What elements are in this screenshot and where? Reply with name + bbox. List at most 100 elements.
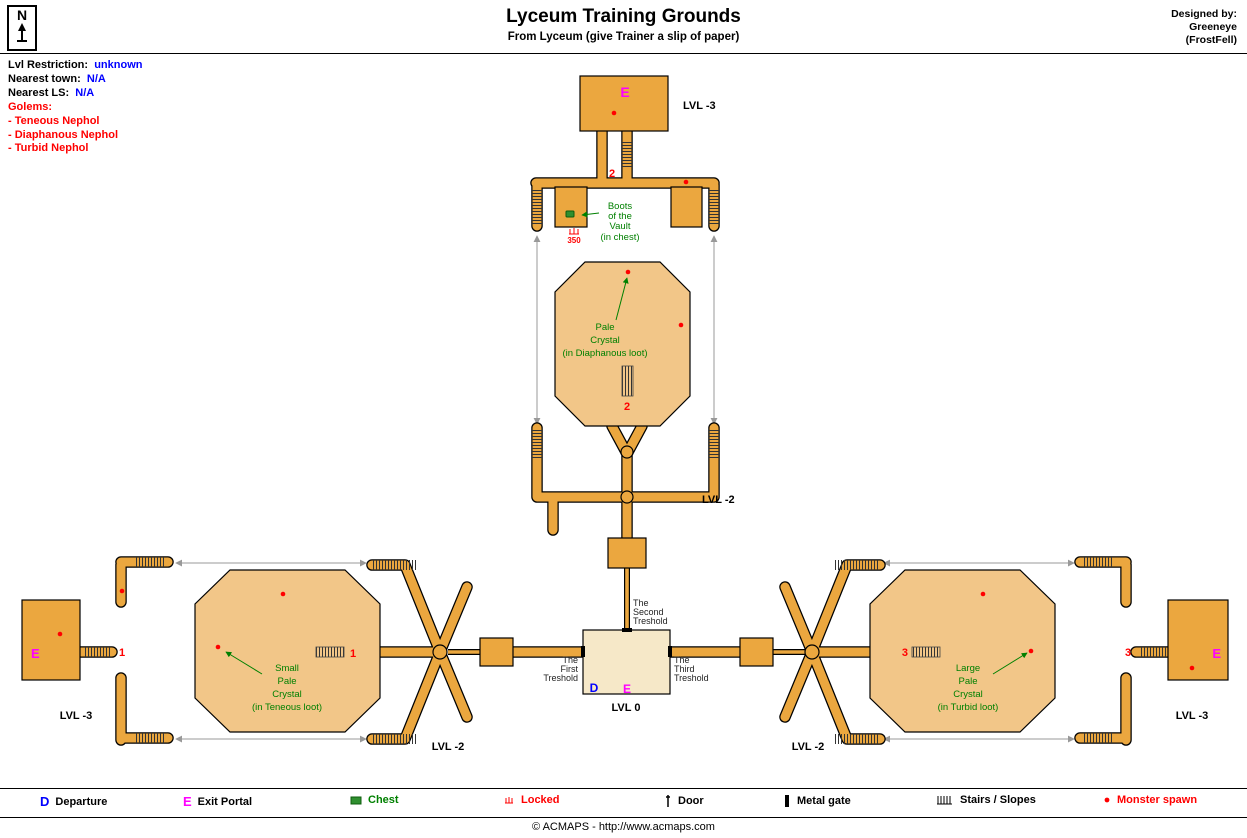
designer-name: Greeneye	[1189, 21, 1237, 33]
legend-label: Stairs / Slopes	[960, 794, 1036, 806]
legend-label: Exit Portal	[197, 795, 253, 808]
legend-item-exit-portal: E Exit Portal	[183, 794, 252, 809]
teneous-room	[194, 569, 381, 733]
large-pale-line1: Large	[956, 663, 980, 674]
stairs-3-far-right-label: 3	[1125, 647, 1131, 659]
third-treshold-door-icon	[668, 646, 672, 657]
lvl-minus3-right-label: LVL -3	[1176, 710, 1209, 722]
upper-side-room	[670, 186, 703, 228]
designer-guild: (FrostFell)	[1185, 34, 1237, 46]
legend-item-metal-gate: Metal gate	[783, 794, 851, 808]
lvl-minus2-left-label: LVL -2	[432, 741, 465, 753]
large-pale-line2: Pale	[958, 676, 977, 687]
lvl-minus2-mid-label: LVL -2	[702, 494, 735, 506]
compass: N	[7, 5, 37, 51]
exit-portal-far-left-label: E	[31, 646, 40, 661]
lvl-restriction-label: Lvl Restriction:	[8, 59, 89, 71]
stairs-2-mid-label: 2	[624, 401, 630, 413]
dungeon-map-canvas: E LVL -3 2 350 Boots of the Vault (in ch…	[21, 75, 1229, 753]
third-treshold-line3: Treshold	[674, 673, 709, 683]
legend-item-departure: D Departure	[40, 794, 107, 809]
copyright-footer: © ACMAPS - http://www.acmaps.com	[532, 821, 715, 833]
monster-spawns	[57, 110, 1195, 671]
page-subtitle: From Lyceum (give Trainer a slip of pape…	[507, 31, 740, 43]
pale-crystal-line3: (in Diaphanous loot)	[562, 348, 647, 359]
right-passage-room	[739, 637, 774, 667]
far-right-exit-room	[1167, 599, 1229, 681]
mid-junction-room	[607, 537, 647, 569]
footer-divider	[0, 817, 1247, 818]
header-divider	[0, 53, 1247, 54]
exit-portal-center-label: E	[623, 682, 631, 696]
legend-bar: D Departure E Exit Portal Chest Locked D…	[0, 789, 1247, 817]
loot-icons	[565, 210, 579, 235]
turbid-stairs-icon	[911, 646, 941, 658]
legend-item-stairs: Stairs / Slopes	[936, 794, 1036, 806]
legend-label: Locked	[521, 794, 560, 806]
nearest-ls-row: Nearest LS: N/A	[8, 87, 142, 101]
small-pale-line1: Small	[275, 663, 299, 674]
stairs-2-top-label: 2	[609, 168, 615, 180]
legend-item-chest: Chest	[350, 794, 399, 806]
locked-350-label: 350	[567, 236, 581, 245]
pale-crystal-line2: Crystal	[590, 335, 620, 346]
door-icon	[666, 795, 670, 807]
locked-icon	[505, 797, 513, 804]
stairs-1-far-left-label: 1	[119, 647, 125, 659]
first-treshold-line1: The	[562, 655, 578, 665]
legend-item-door: Door	[664, 794, 704, 808]
large-pale-line3: Crystal	[953, 689, 983, 700]
second-treshold-line3: Treshold	[633, 616, 668, 626]
stairs-1-left-room-label: 1	[350, 648, 356, 660]
lvl-restriction-value: unknown	[94, 59, 143, 71]
legend-top-divider	[0, 788, 1247, 789]
pale-crystal-line1: Pale	[595, 322, 614, 333]
stairs-icon	[937, 796, 952, 805]
nearest-ls-label: Nearest LS:	[8, 86, 70, 99]
nearest-town-value: N/A	[86, 72, 106, 85]
legend-item-monster-spawn: Monster spawn	[1103, 794, 1197, 806]
stairs-hatches	[84, 140, 1166, 744]
stairs-3-right-room-label: 3	[902, 647, 908, 659]
second-treshold-door-icon	[622, 628, 632, 632]
chest-icon	[565, 210, 575, 218]
first-treshold-line2: First	[561, 664, 579, 674]
legend-label: Door	[678, 795, 704, 807]
exit-portal-top-label: E	[620, 84, 629, 100]
rooms	[21, 75, 1229, 733]
small-pale-line2: Pale	[277, 676, 296, 687]
lvl0-label: LVL 0	[612, 702, 641, 714]
boots-annotation-line2: of the	[608, 211, 632, 222]
second-treshold-line2: Second	[633, 607, 664, 617]
first-treshold-door-icon	[581, 646, 585, 657]
designed-by-label: Designed by:	[1171, 8, 1237, 20]
departure-label: D	[590, 681, 599, 695]
legend-item-locked: Locked	[503, 794, 560, 806]
legend-label: Departure	[55, 795, 108, 808]
lvl-minus3-left-label: LVL -3	[60, 710, 93, 722]
compass-north-label: N	[16, 7, 28, 23]
exit-portal-symbol: E	[183, 794, 192, 809]
chest-icon	[350, 796, 362, 804]
doors	[581, 628, 672, 657]
annotation-arrows	[225, 211, 1028, 675]
nearest-town-row: Nearest town: N/A	[8, 73, 142, 87]
golem-item-2: - Diaphanous Nephol	[8, 128, 118, 141]
boots-annotation-line1: Boots	[608, 201, 633, 212]
large-pale-line4: (in Turbid loot)	[938, 702, 999, 713]
lvl-restriction-row: Lvl Restriction: unknown	[8, 59, 142, 73]
page-title: Lyceum Training Grounds	[506, 6, 741, 27]
legend-label: Metal gate	[797, 795, 851, 807]
golem-item-3: - Turbid Nephol	[8, 142, 89, 155]
third-treshold-line2: Third	[674, 664, 695, 674]
boots-annotation-line3: Vault	[610, 221, 631, 232]
lvl-minus2-right-label: LVL -2	[792, 741, 825, 753]
north-arrow-icon	[17, 23, 27, 42]
map-labels: E LVL -3 2 350 Boots of the Vault (in ch…	[31, 84, 1221, 753]
teneous-stairs-icon	[315, 646, 345, 658]
small-pale-line3: Crystal	[272, 689, 302, 700]
third-treshold-line1: The	[674, 655, 690, 665]
dungeon-info-block: Lvl Restriction: unknown Nearest town: N…	[8, 59, 142, 156]
designer-credit: Designed by: Greeneye (FrostFell)	[1171, 8, 1237, 47]
